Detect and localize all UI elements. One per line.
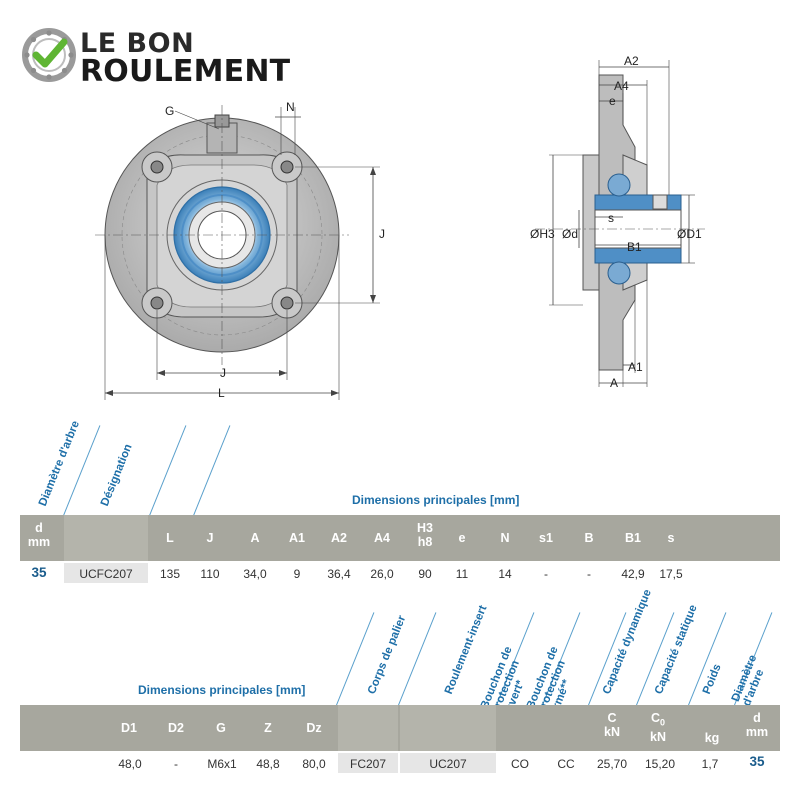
table2-housing-cell — [338, 705, 398, 751]
divider-line — [148, 425, 187, 519]
th-L: L — [166, 531, 174, 545]
header-shaft-diameter-2: Diamètre d'arbre — [729, 653, 767, 708]
th-B1: B1 — [625, 531, 641, 545]
header-weight: Poids — [700, 662, 724, 696]
dim-label-A4: A4 — [614, 79, 629, 93]
brand-logo: LE BON ROULEMENT — [22, 24, 302, 89]
dim-label-B1: B1 — [627, 240, 642, 254]
td2-Dz: 80,0 — [302, 757, 326, 771]
th-A4: A4 — [374, 531, 390, 545]
td2-insert: UC207 — [429, 757, 467, 771]
logo-line-2: ROULEMENT — [80, 54, 291, 89]
th-B: B — [584, 531, 594, 545]
dim-label-A2: A2 — [624, 54, 639, 68]
td-J: 110 — [200, 567, 220, 581]
th-A2: A2 — [331, 531, 347, 545]
side-view-drawing — [535, 60, 705, 387]
divider-line — [192, 425, 231, 519]
td2-C0: 15,20 — [644, 757, 676, 771]
dim-label-d: Ød — [562, 227, 579, 241]
dim-label-G: G — [165, 104, 175, 118]
dim-label-H3: ØH3 — [530, 227, 555, 241]
td-N: 14 — [498, 567, 512, 581]
td2-Z: 48,8 — [256, 757, 280, 771]
td-s: 17,5 — [659, 567, 683, 581]
table1-designation-value-bg — [64, 563, 148, 583]
header-shaft-diameter: Diamètre d'arbre — [36, 419, 83, 508]
table2-section-title: Dimensions principales [mm] — [138, 683, 306, 697]
dim-label-L: L — [218, 386, 225, 400]
dim-label-s: s — [608, 211, 614, 225]
dim-label-A: A — [610, 376, 619, 390]
th-s: s — [667, 531, 675, 545]
table1-section-title: Dimensions principales [mm] — [352, 493, 520, 507]
th-e: e — [458, 531, 466, 545]
bearing-check-icon — [22, 28, 76, 82]
header-insert: Roulement-insert — [442, 603, 490, 696]
dim-label-J-right: J — [379, 227, 385, 241]
td-e: 11 — [455, 567, 469, 581]
td2-open-cap: CO — [511, 757, 529, 771]
td-A1: 9 — [293, 567, 301, 581]
th2-G: G — [216, 721, 226, 735]
td-A4: 26,0 — [370, 567, 394, 581]
td2-C: 25,70 — [596, 757, 628, 771]
th-J: J — [206, 531, 214, 545]
front-view-drawing — [95, 105, 380, 400]
th-A1: A1 — [289, 531, 305, 545]
dim-label-A1: A1 — [628, 360, 643, 374]
header-designation: Désignation — [98, 442, 135, 508]
th-A: A — [250, 531, 260, 545]
th-N: N — [500, 531, 510, 545]
td-B: - — [587, 567, 591, 581]
dim-label-J-bottom: J — [220, 366, 226, 380]
td2-G: M6x1 — [207, 757, 237, 771]
td-s1: - — [544, 567, 548, 581]
dim-label-D1: ØD1 — [677, 227, 702, 241]
td-A: 34,0 — [243, 567, 267, 581]
th2-D2: D2 — [168, 721, 184, 735]
th2-D1: D1 — [121, 721, 137, 735]
header-housing: Corps de palier — [365, 613, 409, 696]
dim-label-N: N — [286, 100, 295, 114]
td-d: 35 — [31, 565, 47, 580]
td2-housing: FC207 — [349, 757, 387, 771]
table2-insert-value-bg — [400, 753, 496, 773]
dim-label-e: e — [609, 94, 616, 108]
th2-Dz: Dz — [306, 721, 322, 735]
td-A2: 36,4 — [327, 567, 351, 581]
td2-d: 35 — [749, 754, 765, 769]
th2-kg: kg — [704, 731, 720, 745]
table2-housing-value-bg — [338, 753, 398, 773]
td2-D2: - — [174, 757, 178, 771]
header-static-capacity: Capacité statique — [652, 603, 700, 696]
table2-insert-cell — [400, 705, 496, 751]
logo-line-1: LE BON — [80, 28, 195, 59]
td-designation: UCFC207 — [79, 567, 133, 581]
td2-closed-cap: CC — [557, 757, 575, 771]
table1-designation-cell — [64, 515, 148, 561]
th2-Z: Z — [264, 721, 272, 735]
td-H3: 90 — [418, 567, 432, 581]
td-B1: 42,9 — [621, 567, 645, 581]
td2-D1: 48,0 — [118, 757, 142, 771]
td-L: 135 — [159, 567, 181, 581]
td2-kg: 1,7 — [701, 757, 719, 771]
th-s1: s1 — [539, 531, 553, 545]
